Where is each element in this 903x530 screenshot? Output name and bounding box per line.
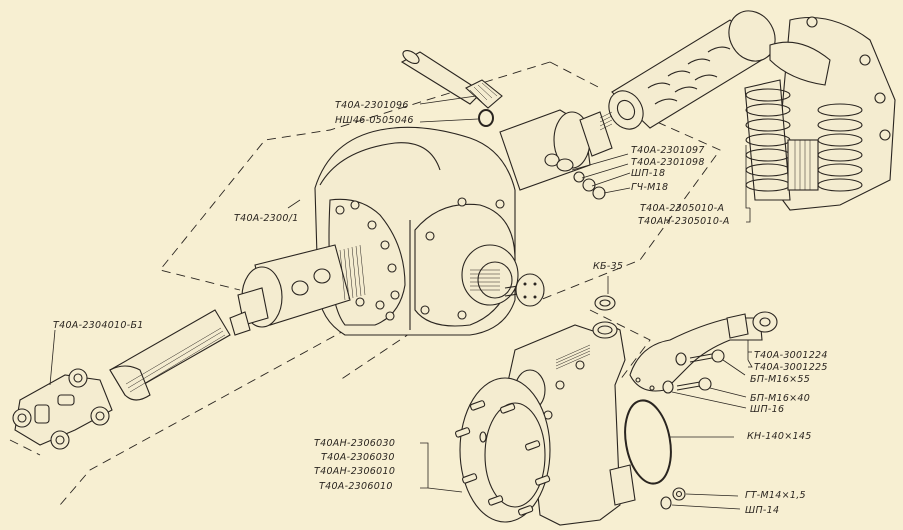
seal-ring-part: [624, 399, 672, 485]
label-wheel-reducer-a-010: Т40А-2306010: [319, 481, 393, 492]
label-main-housing: Т40А-2300/1: [234, 213, 299, 224]
right-axle-tube: [499, 109, 613, 191]
label-washer-18: ШП-18: [631, 168, 666, 179]
leader-lines: [49, 95, 753, 510]
label-bolt-m16x55: БП-М16×55: [750, 374, 811, 385]
label-wheel-reducer-ah-030: Т40АН-2306030: [314, 438, 396, 449]
label-pinion-shaft: Т40А-2301096: [335, 100, 409, 111]
steering-lever-part: [629, 311, 778, 392]
final-drive-housing: [314, 126, 519, 336]
label-washer-14: ШП-14: [745, 505, 780, 516]
label-cardan-shaft: Т40А-2304010-Б1: [53, 320, 144, 331]
label-wheel-reducer-a-030: Т40А-2306030: [321, 452, 395, 463]
label-nut-m14: ГТ-М14×1,5: [745, 490, 806, 501]
lock-ring-part: [594, 295, 616, 311]
wheel-hub-disk: [455, 377, 551, 523]
label-nut-m18: ГЧ-М18: [631, 182, 669, 193]
label-flange-1: Т40А-2301097: [631, 145, 705, 156]
hub-spring-unit: [744, 16, 896, 211]
label-lock-ring: КБ-35: [593, 261, 624, 272]
pinion-shaft-part: [400, 49, 503, 109]
housing-bolts: [335, 197, 505, 321]
label-hub-unit-a: Т40А-2305010-А: [640, 203, 725, 214]
label-lever-2: Т40А-3001225: [754, 362, 828, 373]
label-flange-2: Т40А-2301098: [631, 157, 705, 168]
output-flange: [504, 273, 545, 307]
label-lever-1: Т40А-3001224: [754, 350, 828, 361]
label-seal-ring: КН-140×145: [747, 431, 812, 442]
label-pinion-ring: НШ46-0505046: [335, 115, 414, 126]
cardan-shaft: [12, 309, 251, 450]
lever-bolts: [662, 349, 725, 394]
label-hub-unit-ah: Т40АН-2305010-А: [638, 216, 730, 227]
label-washer-16: ШП-16: [750, 404, 785, 415]
splined-sleeve: [599, 10, 776, 131]
label-bolt-m16x40: БП-М16×40: [750, 393, 811, 404]
o-ring-part: [478, 109, 494, 127]
bottom-nut-washer: [660, 487, 686, 510]
label-wheel-reducer-ah-010: Т40АН-2306010: [314, 466, 396, 477]
